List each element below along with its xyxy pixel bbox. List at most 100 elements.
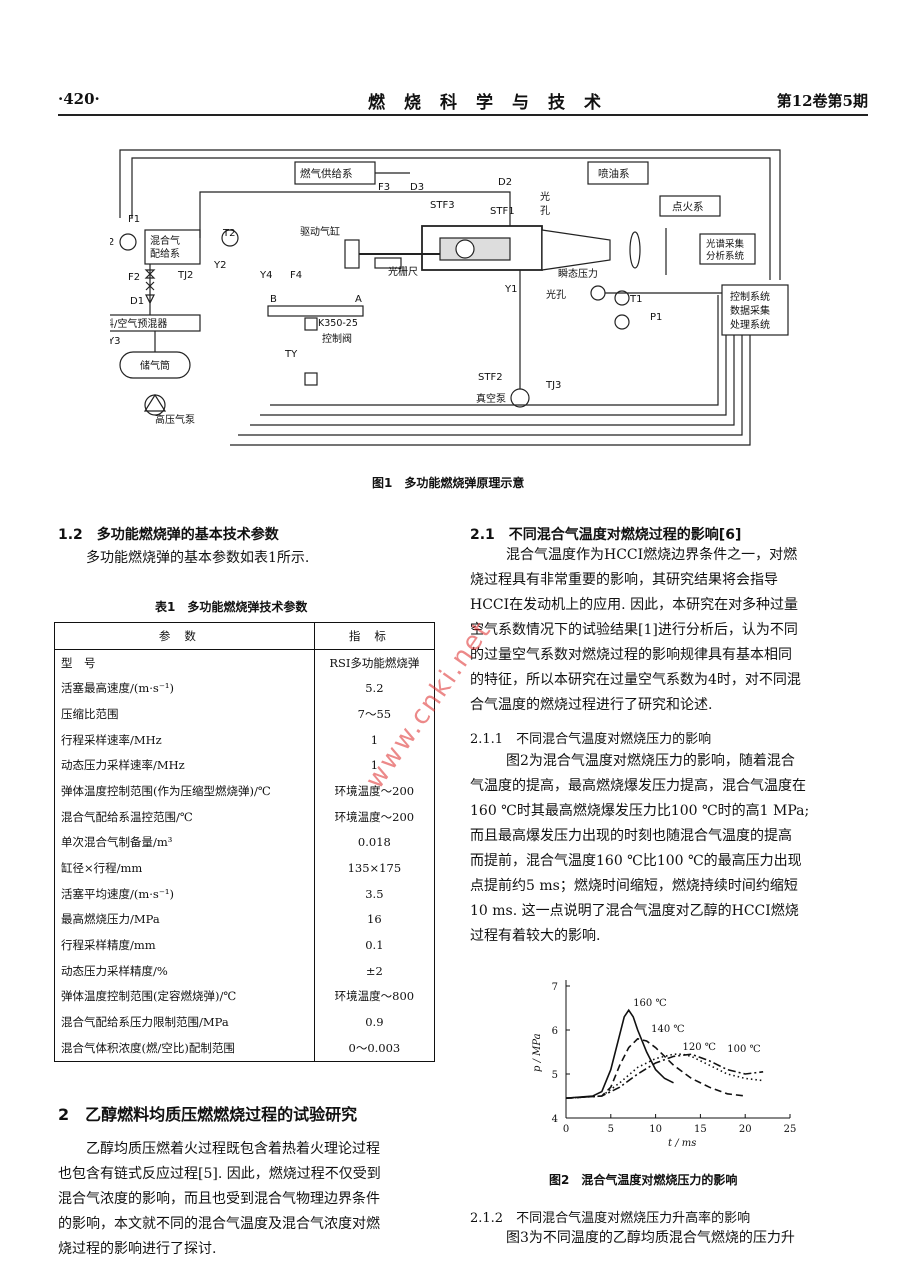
table1-row: 动态压力采样精度/% ±2	[55, 957, 435, 984]
t1-gauge-icon	[614, 290, 630, 306]
section-2-line-3: 混合气浓度的影响，而且也受到混合气物理边界条件	[58, 1191, 380, 1207]
t1-label: T1	[629, 294, 642, 305]
table1-value-cell: 0.9	[313, 1009, 435, 1035]
table1-param-cell: 单次混合气制备量/m³	[61, 835, 173, 850]
series-line-2	[565, 1053, 764, 1099]
x-tick-label: 0	[563, 1124, 569, 1135]
hp-pump-label: 高压气泵	[155, 413, 195, 426]
section-2-1-1-line-1: 图2为混合气温度对燃烧压力的影响，随着混合	[506, 753, 795, 769]
figure1-caption: 图1 多功能燃烧弹原理示意	[372, 476, 525, 490]
x-tick-label: 5	[608, 1124, 614, 1135]
table1-row: 压缩比范围 7～55	[55, 701, 435, 727]
p1-gauge-icon	[614, 314, 630, 330]
section-2-title: 2 乙醇燃料均质压燃燃烧过程的试验研究	[58, 1105, 358, 1124]
oil-spray-label: 喷油系	[598, 167, 630, 180]
figure1-schematic: 燃气供给系 喷油系 点火系 混合气 配给系 P2 T2 F1 F2 D1 TJ2…	[110, 149, 789, 446]
y4-label: Y4	[259, 270, 272, 281]
section-2-1-2-title: 2.1.2 不同混合气温度对燃烧压力升高率的影响	[470, 1211, 751, 1226]
series-label-1: 140 ℃	[651, 1024, 684, 1035]
table1-row: 活塞平均速度/(m·s⁻¹)3.5	[55, 880, 435, 907]
lens-icon	[629, 231, 641, 269]
gas-supply-label: 燃气供给系	[300, 167, 353, 180]
x-tick-label: 25	[784, 1124, 797, 1135]
series-line-0	[565, 1008, 674, 1099]
y2-label: Y2	[213, 260, 226, 271]
y-tick-label: 7	[552, 982, 558, 993]
section-2-1-line-6: 的特征，所以本研究在过量空气系数为4时，对不同混	[470, 672, 801, 688]
table1-param-cell: 混合气体积浓度(燃/空比)配制范围	[61, 1040, 235, 1055]
table1-row: 活塞最高速度/(m·s⁻¹)5.2	[55, 675, 435, 702]
section-2-line-4: 的影响，本文就不同的混合气温度及混合气浓度对燃	[58, 1216, 380, 1232]
table1-param-cell: 压缩比范围	[61, 706, 119, 721]
table1-value-cell: 0～0.003	[313, 1035, 435, 1062]
header-rule	[58, 114, 868, 116]
table1-value-cell: 7～55	[313, 701, 435, 727]
section-2-1-1-line-6: 点提前约5 ms；燃烧时间缩短，燃烧持续时间约缩短	[470, 878, 798, 894]
table1-header-value: 指标	[313, 622, 435, 650]
spectrum-box	[699, 233, 756, 265]
table1-value-cell: ±2	[313, 957, 435, 984]
table1-header-param: 参数	[54, 622, 315, 650]
p2-gauge-icon	[119, 233, 137, 251]
section-2-1-line-4: 空气系数情况下的试验结果[1]进行分析后，认为不同	[470, 622, 798, 638]
optical-hole-vertical-label: 光	[540, 190, 550, 203]
drive-cylinder-label: 驱动气缸	[300, 225, 340, 238]
d3-label: D3	[410, 182, 424, 193]
table1-value-cell: 135×175	[313, 855, 435, 881]
section-2-1-1-line-3: 160 ℃时其最高燃烧爆发压力比100 ℃时的高1 MPa;	[470, 803, 810, 819]
section-2-1-1-line-7: 10 ms. 这一点说明了混合气温度对乙醇的HCCI燃烧	[470, 903, 799, 919]
stf1-label: STF1	[490, 206, 515, 217]
section-2-1-1-line-8: 过程有着较大的影响.	[470, 928, 601, 944]
section-2-text: 乙醇均质压燃着火过程既包含着热着火理论过程 也包含有链式反应过程[5]. 因此，…	[58, 1137, 435, 1262]
hp-pump-triangle	[143, 393, 167, 412]
x-tick-label: 10	[649, 1124, 662, 1135]
gas-line	[199, 191, 511, 238]
oil-spray-box	[587, 161, 649, 185]
f2-label: F2	[128, 272, 140, 283]
section-2-1-line-1: 混合气温度作为HCCI燃烧边界条件之一，对燃	[506, 547, 798, 563]
grating-shape	[374, 257, 402, 269]
section-2-1-text: 混合气温度作为HCCI燃烧边界条件之一，对燃 烧过程具有非常重要的影响，其研究结…	[470, 543, 858, 718]
table1-row: 混合气配给系压力限制范围/MPa 0.9	[55, 1009, 435, 1035]
f1-label: F1	[128, 214, 140, 225]
p1-label: P1	[650, 312, 662, 323]
y-tick-label: 6	[552, 1026, 558, 1037]
section-2-line-5: 烧过程的影响进行了探讨.	[58, 1241, 217, 1257]
table1-value-cell: 环境温度～200	[313, 778, 435, 804]
piston-shape	[439, 237, 511, 261]
control-label-1: 控制系统	[730, 290, 770, 303]
stf3-label: STF3	[430, 200, 455, 211]
filter2-icon	[304, 372, 318, 386]
table1-param-cell: 动态压力采样精度/%	[61, 963, 168, 978]
gas-tank-label: 储气筒	[140, 359, 170, 372]
table1-param-cell: 型 号	[61, 655, 96, 670]
section-2-1-1-title: 2.1.1 不同混合气温度对燃烧压力的影响	[470, 732, 712, 747]
volume-issue: 第12卷第5期	[776, 92, 868, 110]
mix-supply-label-2: 配给系	[150, 247, 180, 260]
filter-icon	[304, 317, 318, 331]
table1-param-cell: 混合气配给系压力限制范围/MPa	[61, 1015, 229, 1030]
table1-param-cell: 行程采样速率/MHz	[61, 732, 162, 747]
table1-param-cell: 活塞最高速度/(m·s⁻¹)	[61, 681, 174, 696]
control-valve-label: 控制阀	[322, 332, 352, 345]
t2-gauge-icon	[221, 229, 239, 247]
page-header: ·420· 燃烧科学与技术 第12卷第5期	[58, 84, 868, 116]
pressure-sensor-icon	[590, 285, 606, 301]
mix-supply-box	[144, 229, 201, 265]
ignition-label: 点火系	[672, 201, 704, 213]
d2-label: D2	[498, 177, 512, 188]
section-2-1-1-line-2: 气温度的提高，最高燃烧爆发压力提高，混合气温度在	[470, 778, 806, 794]
spectrum-label-1: 光谱采集	[706, 238, 745, 250]
section-2-1-2-text: 图3为不同温度的乙醇均质混合气燃烧的压力升	[470, 1226, 858, 1251]
k350-label: K350-25	[318, 318, 358, 329]
control-box	[721, 284, 789, 336]
table1-param-cell: 行程采样精度/mm	[61, 938, 156, 953]
t2-label: T2	[222, 228, 235, 239]
y1-label: Y1	[504, 284, 517, 295]
